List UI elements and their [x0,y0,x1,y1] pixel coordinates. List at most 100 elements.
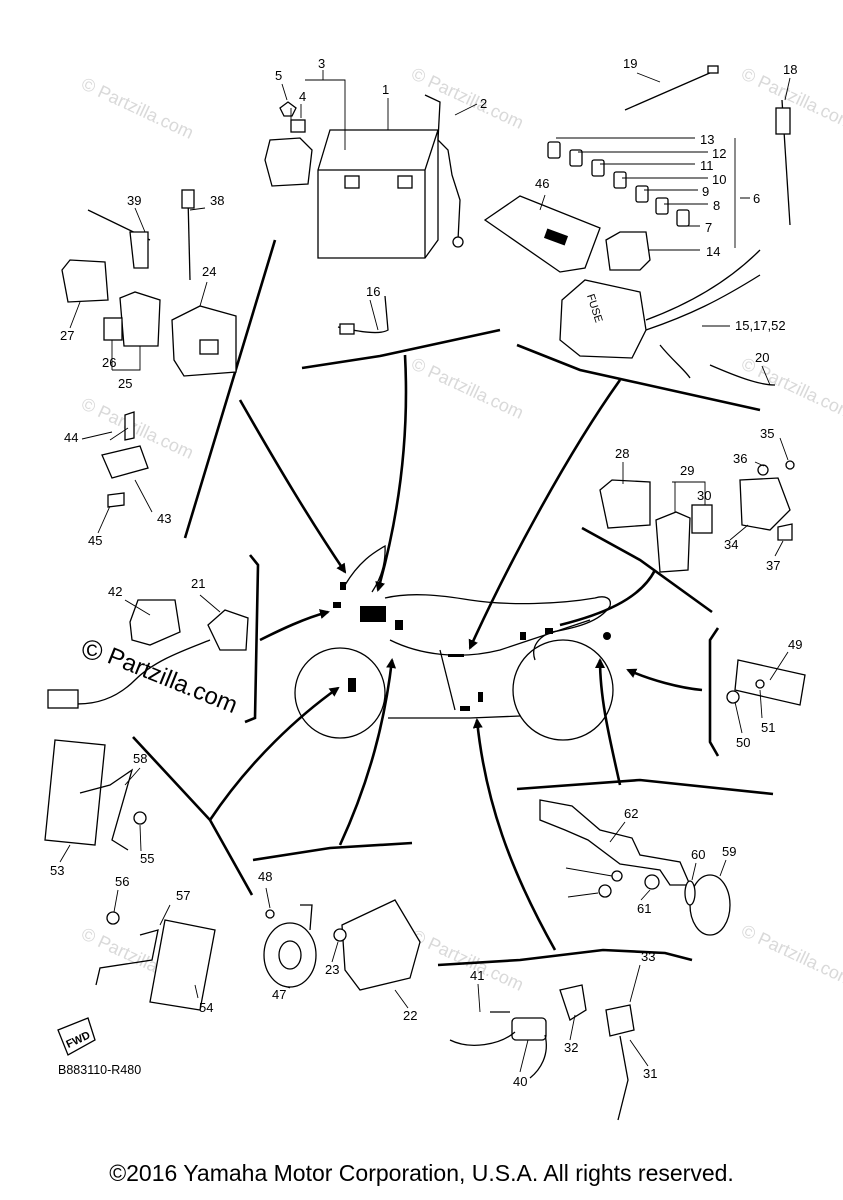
callout-label: 33 [641,949,655,964]
callout-label: 43 [157,511,171,526]
fuse-group: FUSE [337,65,791,386]
relay-group-left [61,189,237,377]
callout-label: 5 [275,68,282,83]
switch-sensor-group [449,984,635,1121]
reflector-icon [149,919,216,1011]
fuse-cover-icon [483,195,601,273]
callout-label: 59 [722,844,736,859]
relay-icon [264,137,313,187]
fuse-icon [613,171,627,189]
battery-cable-icon [424,94,461,241]
speed-sensor-group [101,411,149,508]
callout-label: 38 [210,193,224,208]
fuse-icon [635,185,649,203]
callout-label: 49 [788,637,802,652]
callout-label: 11 [700,158,714,173]
callout-label: 12 [712,146,726,161]
callout-label: 41 [470,968,484,983]
relay-block-icon [605,231,651,271]
callout-label: 9 [702,184,709,199]
callout-label: 3 [318,56,325,71]
watermark: © Partzilla.com [408,353,526,422]
reflector-icon [44,739,106,846]
callout-label: 6 [753,191,760,206]
fuse-box-icon [559,279,647,359]
copyright-notice: ©2016 Yamaha Motor Corporation, U.S.A. A… [109,1160,734,1186]
callout-label: 57 [176,888,190,903]
callout-labels: 1 2 3 4 5 6 7 8 9 10 11 12 13 14 15,17,5… [50,56,802,1089]
callout-label: 42 [108,584,122,599]
callout-label: 53 [50,863,64,878]
diagram-reference-code: B883110-R480 [58,1063,142,1077]
callout-label: 1 [382,82,389,97]
callout-label: 27 [60,328,74,343]
callout-label: 55 [140,851,154,866]
callout-label: 15,17,52 [735,318,786,333]
motorcycle-outline [294,544,614,741]
sensor-icon [739,477,791,531]
reflector-icon [734,659,806,706]
watermark: © Partzilla.com [408,63,526,132]
callout-label: 22 [403,1008,417,1023]
callout-label: 45 [88,533,102,548]
leader-lines [59,70,791,1073]
callout-label: 7 [705,220,712,235]
brand-watermark: © Partzilla.com [82,635,241,719]
callout-label: 8 [713,198,720,213]
callout-label: 26 [102,355,116,370]
copyright-symbol-icon: © [82,635,103,666]
callout-label: 58 [133,751,147,766]
main-switch-group [47,599,249,709]
callout-label: 18 [783,62,797,77]
callout-label: 21 [191,576,205,591]
callout-label: 48 [258,869,272,884]
reflector-front-group: FWD [44,739,216,1056]
callout-label: 47 [272,987,286,1002]
rectifier-icon [341,899,421,991]
callout-label: 51 [761,720,775,735]
callout-label: 2 [480,96,487,111]
callout-label: 25 [118,376,132,391]
callout-label: 62 [624,806,638,821]
callout-label: 37 [766,558,780,573]
callout-label: 54 [199,1000,213,1015]
callout-label: 31 [643,1066,657,1081]
battery-group [264,94,464,259]
callout-label: 40 [513,1074,527,1089]
callout-label: 56 [115,874,129,889]
callout-label: 28 [615,446,629,461]
callout-label: 4 [299,89,306,104]
callout-label: 29 [680,463,694,478]
battery-icon [317,129,439,259]
callout-label: 50 [736,735,750,750]
callout-label: 19 [623,56,637,71]
callout-label: 30 [697,488,711,503]
callout-label: 46 [535,176,549,191]
fuse-icon [569,149,583,167]
callout-label: 16 [366,284,380,299]
stop-switch-icon [511,1017,547,1041]
watermark-large: Partzilla.com [104,643,241,719]
callout-label: 35 [760,426,774,441]
watermark: © Partzilla.com [78,73,196,142]
callout-label: 10 [712,172,726,187]
grommet-icon [689,874,731,936]
callout-label: 61 [637,901,651,916]
callout-label: 34 [724,537,738,552]
callout-label: 20 [755,350,769,365]
fuse-icon [655,197,669,215]
callout-label: 39 [127,193,141,208]
section-brackets [132,239,774,967]
callout-label: 14 [706,244,720,259]
fuse-icon [676,209,690,227]
callout-label: 23 [325,962,339,977]
rear-reflector-group [726,659,806,706]
cable-tie-icon [624,71,713,111]
callout-label: 13 [700,132,714,147]
pointer-arrows [208,354,703,951]
watermark: © Partzilla.com [738,920,843,989]
callout-label: 24 [202,264,216,279]
main-switch-icon [129,599,181,646]
horn-group [263,899,421,991]
